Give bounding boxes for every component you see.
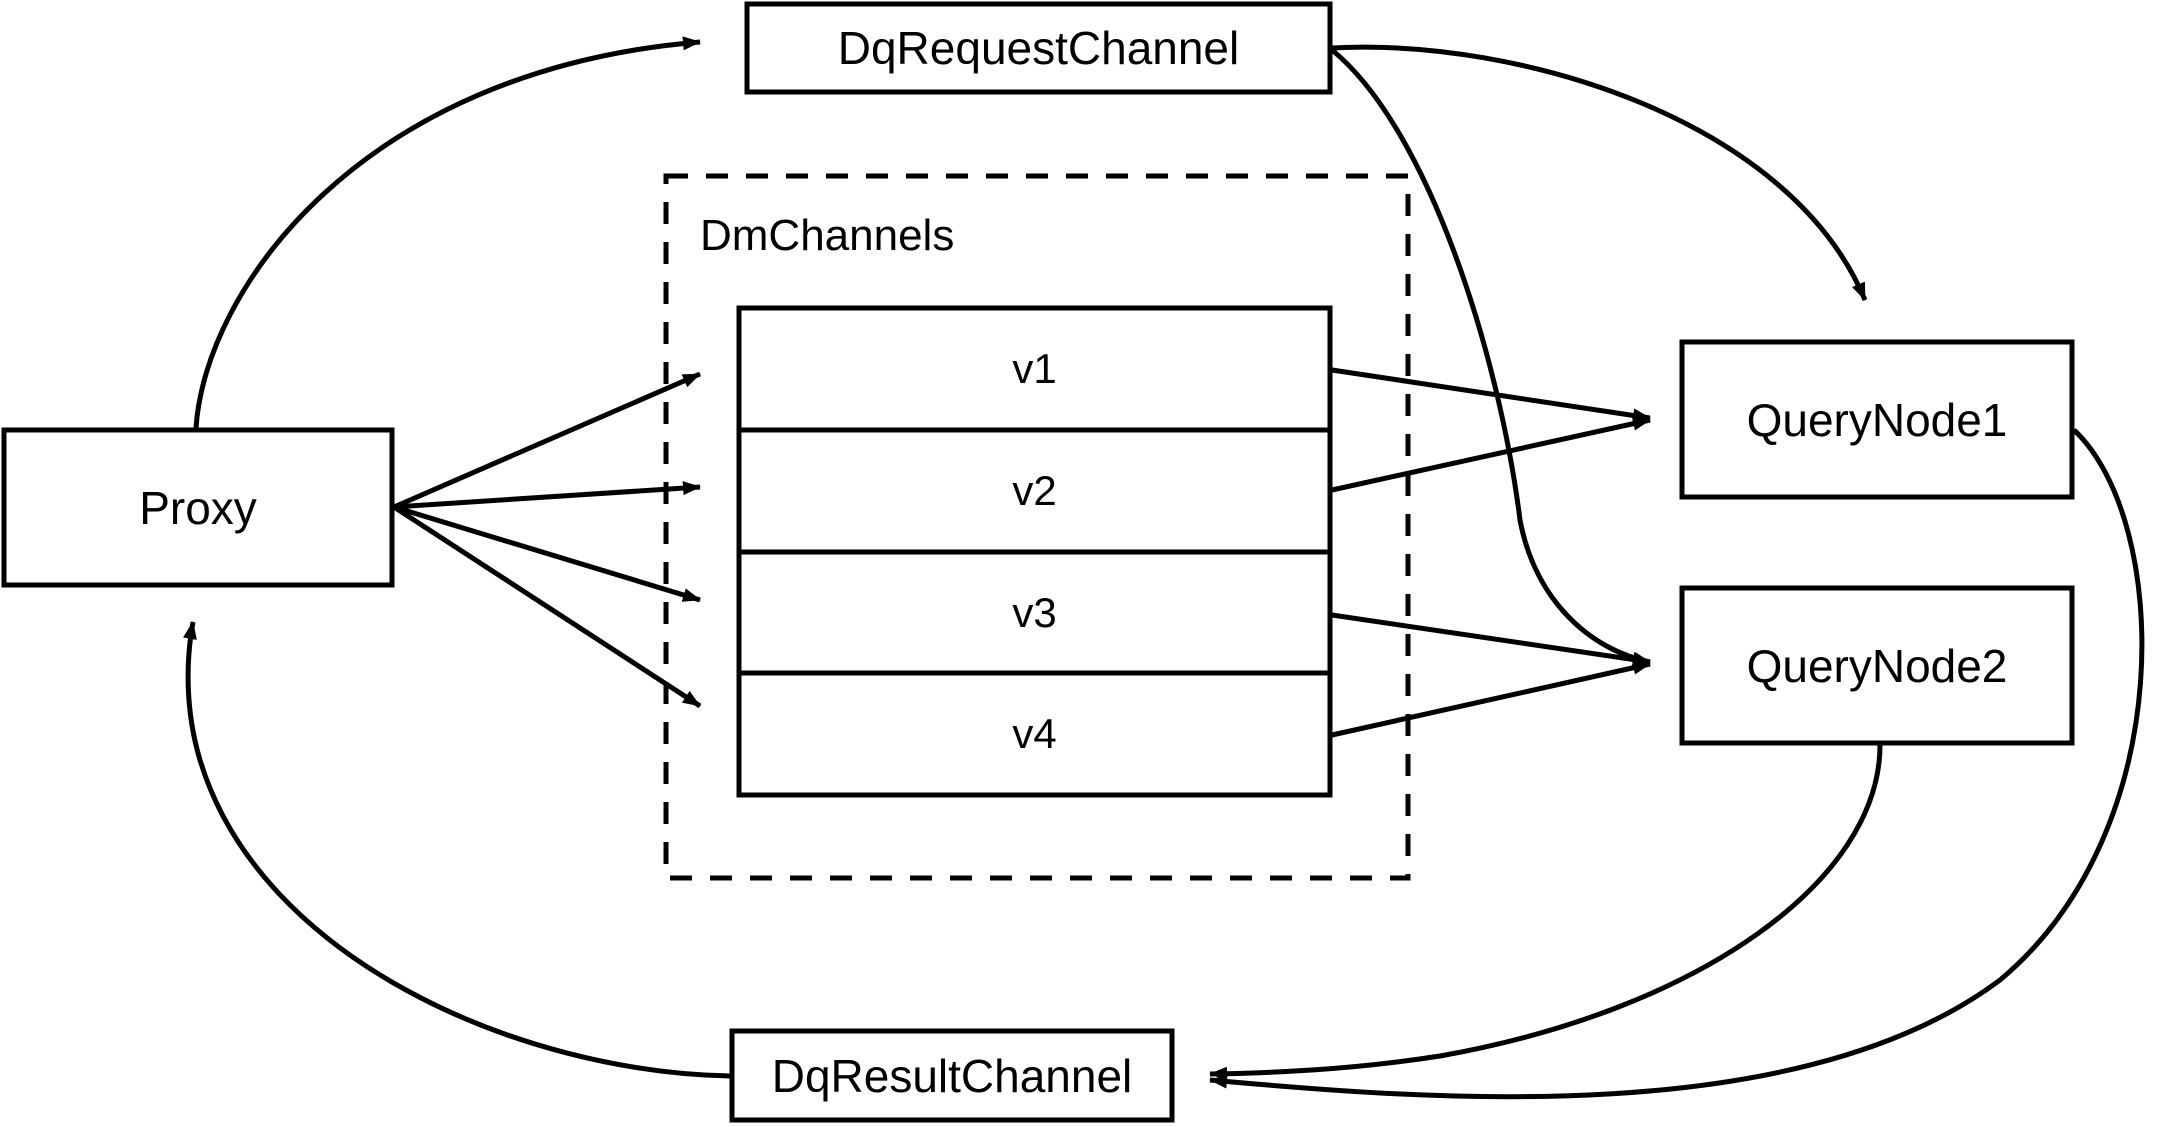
- node-box-dq-result-channel[interactable]: [729, 1028, 1175, 1123]
- edge-v2-to-query-node-1: [1331, 416, 1651, 493]
- edge-proxy-to-dq-request-channel: [193, 36, 701, 429]
- edge-query-node-2-to-dq-result-channel: [1209, 744, 1883, 1081]
- group-box-dm-channels: [663, 173, 1411, 881]
- edge-dq-request-channel-to-query-node-1: [1331, 44, 1868, 301]
- edge-dq-request-channel-to-query-node-2: [1330, 48, 1651, 666]
- edge-v3-to-query-node-2: [1331, 612, 1651, 667]
- edge-proxy-to-v2: [393, 481, 701, 510]
- node-box-query-node-1[interactable]: [1679, 339, 2075, 500]
- group-label-dm-channels: DmChannels: [700, 211, 955, 260]
- edge-proxy-to-v3: [393, 504, 701, 603]
- edge-dq-result-channel-to-proxy: [183, 621, 731, 1079]
- edge-v4-to-query-node-2: [1331, 660, 1651, 738]
- edge-query-node-1-to-dq-result-channel: [1209, 428, 2145, 1100]
- edge-v1-to-query-node-1: [1331, 367, 1651, 423]
- node-box-query-node-2[interactable]: [1679, 585, 2075, 746]
- edge-proxy-to-v1: [393, 371, 701, 510]
- node-box-proxy[interactable]: [1, 427, 395, 588]
- node-box-dq-request-channel[interactable]: [744, 1, 1333, 95]
- edge-proxy-to-v4: [392, 504, 702, 709]
